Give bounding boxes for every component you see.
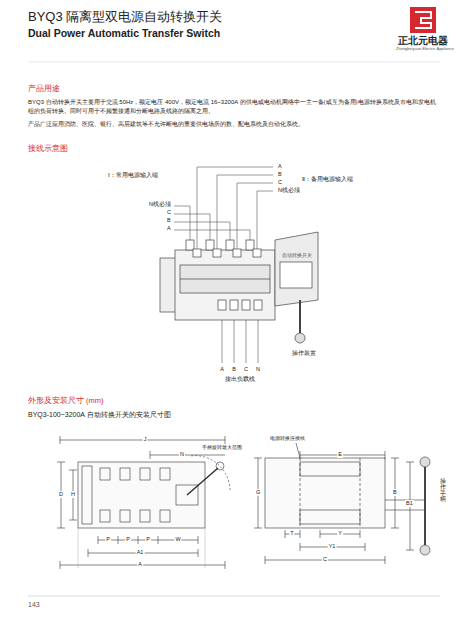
brand-english: Zhengbeiyuan Electric Appliance	[396, 47, 454, 52]
phase-label: A	[220, 366, 224, 373]
dimension-label: 手柄旋转最大范围	[202, 444, 242, 450]
dimension-label: A	[137, 561, 143, 568]
dimension-label: D	[58, 491, 64, 498]
dimension-label: P	[125, 536, 131, 543]
section-heading: 接线示意图	[28, 144, 68, 153]
phase-label: N	[256, 366, 260, 373]
dimension-label: N	[179, 451, 185, 458]
dimension-label: B1	[405, 500, 414, 507]
phase-label: B	[232, 366, 236, 373]
phase-label: A	[166, 225, 172, 232]
dimension-label: 操作手柄	[440, 478, 446, 502]
body-text: 产品广泛应用消防、医院、银行、高层建筑等不允许断电的重要供电场所的数、配电系统及…	[28, 120, 436, 129]
source-label: Ⅱ：备用电源输入端	[302, 176, 353, 183]
dimension-label: C	[322, 556, 328, 563]
dimension-label: W	[174, 536, 181, 543]
body-text: BYQ3 自动转换开关主要用于交流 50Hz，额定电压 400V，额定电流 16…	[28, 98, 436, 116]
figure-caption: BYQ3-100~3200A 自动转换开关的安装尺寸图	[28, 411, 171, 419]
phase-label: N线必须	[277, 187, 301, 194]
dimension-label: 电源转换连接线	[270, 435, 305, 441]
dimension-label: P	[105, 536, 111, 543]
phase-label: C	[166, 209, 172, 216]
source-label: Ⅰ：常用电源输入端	[108, 172, 158, 179]
dimension-label: T	[289, 530, 294, 537]
phase-label: N线必须	[148, 201, 172, 208]
page-title: BYQ3 隔离型双电源自动转换开关	[28, 9, 222, 25]
dimension-label: Y1	[328, 543, 337, 550]
dimension-label: P	[145, 536, 151, 543]
phase-label: B	[166, 217, 172, 224]
phase-label: C	[244, 366, 248, 373]
dimension-label: G	[255, 489, 261, 496]
section-heading: 外形及安装尺寸 (mm)	[28, 396, 104, 405]
dimension-label: H	[70, 491, 76, 498]
dimension-label: B	[392, 489, 398, 496]
dimension-label: Y	[337, 530, 343, 537]
phase-label: C	[277, 179, 283, 186]
brand-name: 正北元电器	[398, 35, 448, 47]
phase-label: B	[277, 171, 283, 178]
subtitle: Dual Power Automatic Transfer Switch	[28, 27, 220, 40]
dimension-label: J	[143, 436, 148, 443]
dimension-label: A1	[136, 549, 145, 556]
section-heading: 产品用途	[28, 84, 60, 93]
device-label: 自动转换开关	[282, 253, 312, 258]
load-label: 接出负载线	[225, 376, 255, 383]
callout-label: 操作装置	[292, 350, 316, 357]
dimension-label: E	[337, 451, 343, 458]
phase-label: A	[277, 163, 283, 170]
page-number: 143	[28, 601, 40, 609]
